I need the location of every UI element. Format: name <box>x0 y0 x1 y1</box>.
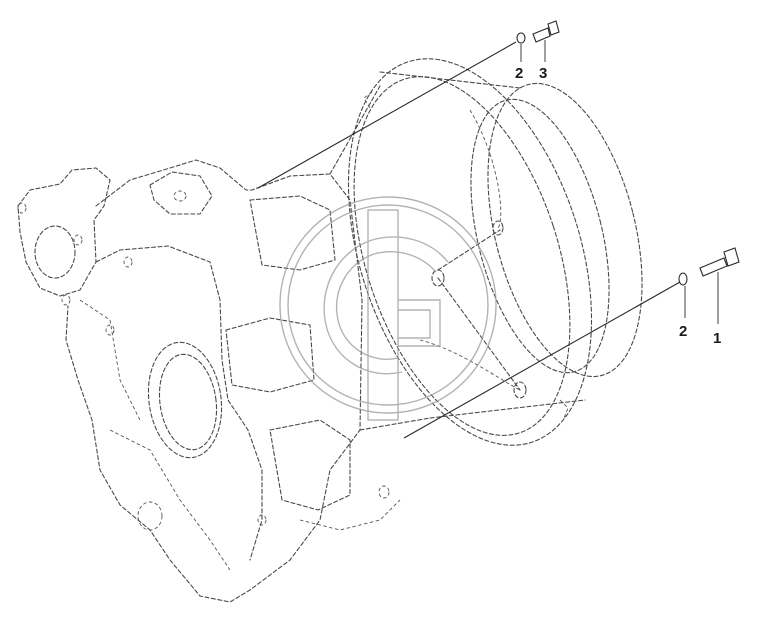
top-washer-icon <box>516 32 526 44</box>
callout-right-bolt: 1 <box>713 330 721 347</box>
right-bolt-icon <box>699 247 740 277</box>
top-bolt-icon <box>532 20 560 43</box>
right-washer-icon <box>678 272 688 286</box>
right-fastener-set <box>678 247 740 324</box>
callout-right-washer: 2 <box>679 323 687 340</box>
callout-top-washer: 2 <box>515 65 523 82</box>
callout-top-bolt: 3 <box>539 65 547 82</box>
alignment-lines <box>257 41 681 439</box>
gear-g-logo-icon <box>279 196 497 421</box>
top-fastener-set <box>516 20 560 62</box>
gearbox-housing <box>17 85 431 603</box>
flywheel-housing-cover <box>347 58 643 446</box>
